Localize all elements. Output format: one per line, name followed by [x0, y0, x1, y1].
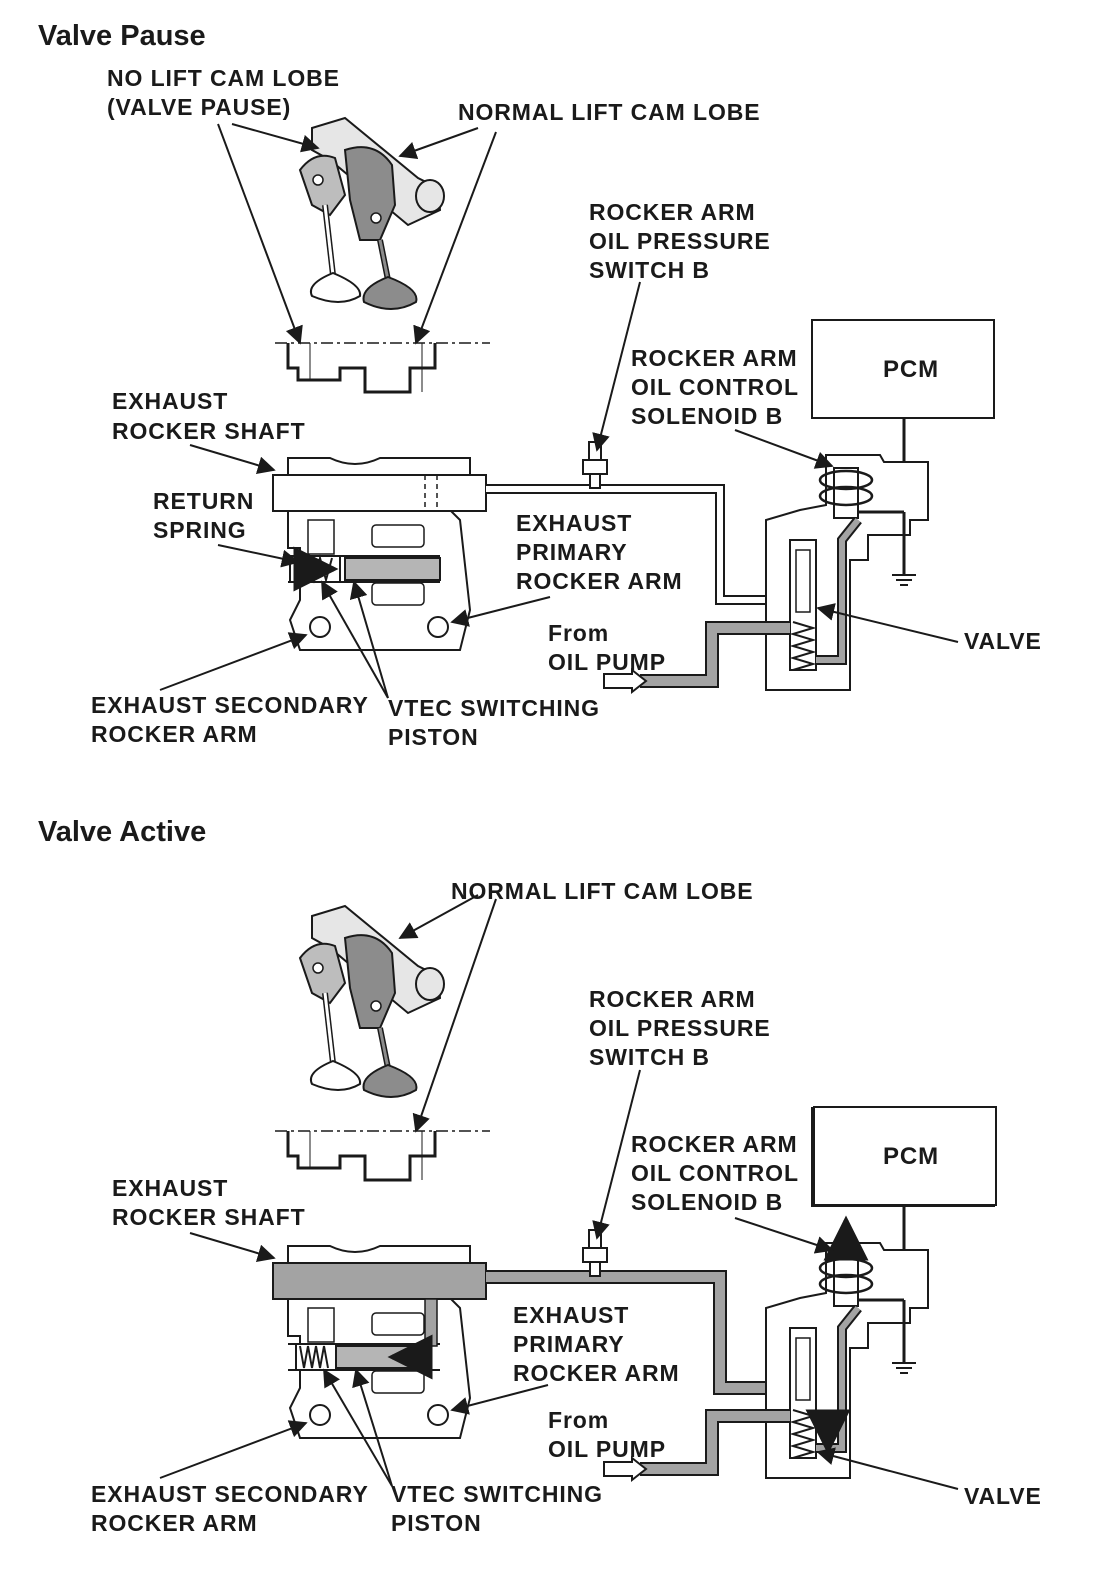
- label-from: From: [548, 620, 609, 646]
- section-title-valve-pause: Valve Pause: [38, 20, 206, 52]
- label-rocker-shaft-2: ROCKER SHAFT: [112, 1204, 306, 1230]
- label-vtec-piston-1: VTEC SWITCHING: [391, 1481, 603, 1507]
- label-rocker-shaft-2: ROCKER SHAFT: [112, 418, 306, 444]
- label-primary-rocker-3: ROCKER ARM: [513, 1360, 680, 1386]
- diagram-valve-pause: NO LIFT CAM LOBE (VALVE PAUSE) NORMAL LI…: [0, 0, 1096, 760]
- leader-lines: [159, 123, 959, 699]
- cam-assembly: [300, 118, 444, 309]
- section-title-valve-active: Valve Active: [38, 816, 207, 848]
- shaft-oil-passage: [424, 1298, 438, 1347]
- return-spring: [299, 1345, 329, 1369]
- label-secondary-rocker-1: EXHAUST SECONDARY: [91, 1481, 369, 1507]
- label-pressure-switch-3: SWITCH B: [589, 1044, 710, 1070]
- oil-line-fill: [486, 486, 770, 603]
- label-secondary-rocker-2: ROCKER ARM: [91, 721, 258, 747]
- label-oil-pump: OIL PUMP: [548, 1436, 666, 1462]
- label-pressure-switch-1: ROCKER ARM: [589, 986, 756, 1012]
- label-rocker-shaft-1: EXHAUST: [112, 1175, 228, 1201]
- oil-pressure-switch: [582, 1229, 608, 1277]
- diagram-valve-active-svg: NORMAL LIFT CAM LOBE ROCKER ARM OIL PRES…: [91, 878, 1042, 1536]
- label-pcm: PCM: [883, 356, 939, 383]
- oil-pressure-switch: [582, 441, 608, 489]
- label-pressure-switch-3: SWITCH B: [589, 257, 710, 283]
- diagram-valve-active: NORMAL LIFT CAM LOBE ROCKER ARM OIL PRES…: [0, 788, 1096, 1548]
- label-pressure-switch-2: OIL PRESSURE: [589, 1015, 771, 1041]
- label-solenoid-1: ROCKER ARM: [631, 1131, 798, 1157]
- diagram-valve-pause-svg: NO LIFT CAM LOBE (VALVE PAUSE) NORMAL LI…: [91, 65, 1042, 750]
- label-secondary-rocker-1: EXHAUST SECONDARY: [91, 692, 369, 718]
- label-solenoid-2: OIL CONTROL: [631, 1160, 799, 1186]
- label-valve: VALVE: [964, 628, 1042, 654]
- label-no-lift-cam-lobe: NO LIFT CAM LOBE: [107, 65, 340, 91]
- oil-line-fill: [486, 1272, 790, 1393]
- label-primary-rocker-1: EXHAUST: [513, 1302, 629, 1328]
- label-valve: VALVE: [964, 1483, 1042, 1509]
- label-valve-pause: (VALVE PAUSE): [107, 94, 291, 120]
- label-primary-rocker-2: PRIMARY: [513, 1331, 625, 1357]
- label-return-spring-1: RETURN: [153, 488, 254, 514]
- vtec-switching-piston: [344, 557, 441, 581]
- label-normal-lift-cam-lobe: NORMAL LIFT CAM LOBE: [458, 99, 761, 125]
- label-pressure-switch-1: ROCKER ARM: [589, 199, 756, 225]
- oil-feed-fill: [640, 623, 790, 686]
- shaft-oil-passage: [424, 475, 438, 511]
- label-from: From: [548, 1407, 609, 1433]
- label-solenoid-2: OIL CONTROL: [631, 374, 799, 400]
- label-primary-rocker-1: EXHAUST: [516, 510, 632, 536]
- label-vtec-piston-1: VTEC SWITCHING: [388, 695, 600, 721]
- label-primary-rocker-3: ROCKER ARM: [516, 568, 683, 594]
- head-section: [273, 1129, 492, 1182]
- label-pcm: PCM: [883, 1143, 939, 1170]
- exhaust-rocker-shaft: [272, 1262, 487, 1300]
- oil-inlet-arrow: [603, 1455, 648, 1483]
- label-primary-rocker-2: PRIMARY: [516, 539, 628, 565]
- leader-lines: [159, 894, 959, 1490]
- exhaust-rocker-shaft: [272, 474, 487, 512]
- label-normal-lift-cam-lobe: NORMAL LIFT CAM LOBE: [451, 878, 754, 904]
- pcm-box: [810, 318, 996, 477]
- cam-assembly: [300, 906, 444, 1097]
- label-pressure-switch-2: OIL PRESSURE: [589, 228, 771, 254]
- oil-feed-fill: [640, 1411, 790, 1474]
- label-vtec-piston-2: PISTON: [388, 724, 479, 750]
- solenoid-passage-fill: [816, 518, 861, 663]
- label-solenoid-1: ROCKER ARM: [631, 345, 798, 371]
- label-solenoid-3: SOLENOID B: [631, 1189, 783, 1215]
- label-solenoid-3: SOLENOID B: [631, 403, 783, 429]
- label-oil-pump: OIL PUMP: [548, 649, 666, 675]
- pcm-box-frame: [813, 1106, 997, 1206]
- label-vtec-piston-2: PISTON: [391, 1510, 482, 1536]
- label-secondary-rocker-2: ROCKER ARM: [91, 1510, 258, 1536]
- label-rocker-shaft-1: EXHAUST: [112, 388, 228, 414]
- oil-inlet-arrow: [603, 667, 648, 695]
- label-return-spring-2: SPRING: [153, 517, 247, 543]
- head-section: [273, 341, 492, 394]
